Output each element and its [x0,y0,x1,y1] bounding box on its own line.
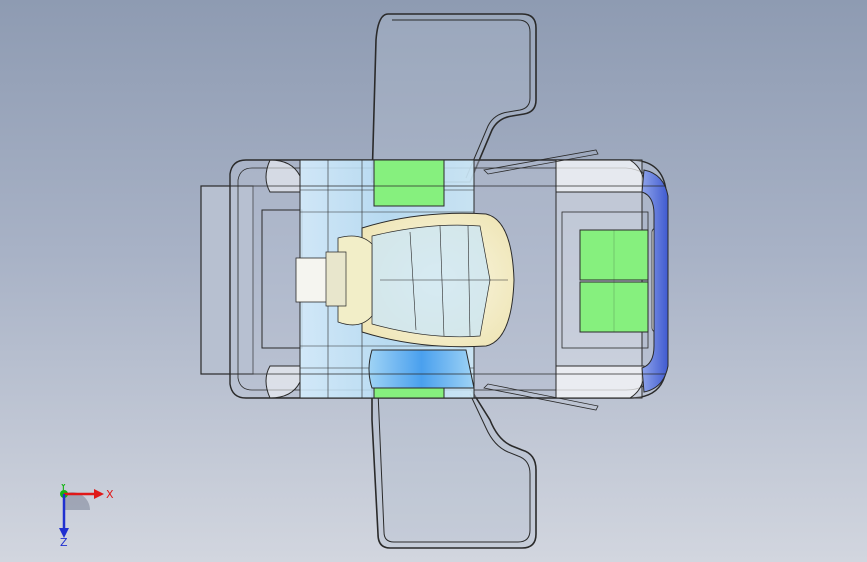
upper-door-panel [371,13,537,183]
coordinate-triad-icon: X Y Z [59,484,114,548]
y-axis-label: Y [59,484,67,493]
front-bumper [641,169,669,393]
highlighted-sill [368,349,475,389]
lower-mirror-arm [483,383,599,411]
upper-side-panel [373,159,445,207]
x-axis-label: X [106,488,114,501]
rear-box [200,185,254,375]
z-axis-label: Z [60,536,68,548]
upper-mirror-arm [483,149,599,175]
lower-door-panel [371,387,537,549]
